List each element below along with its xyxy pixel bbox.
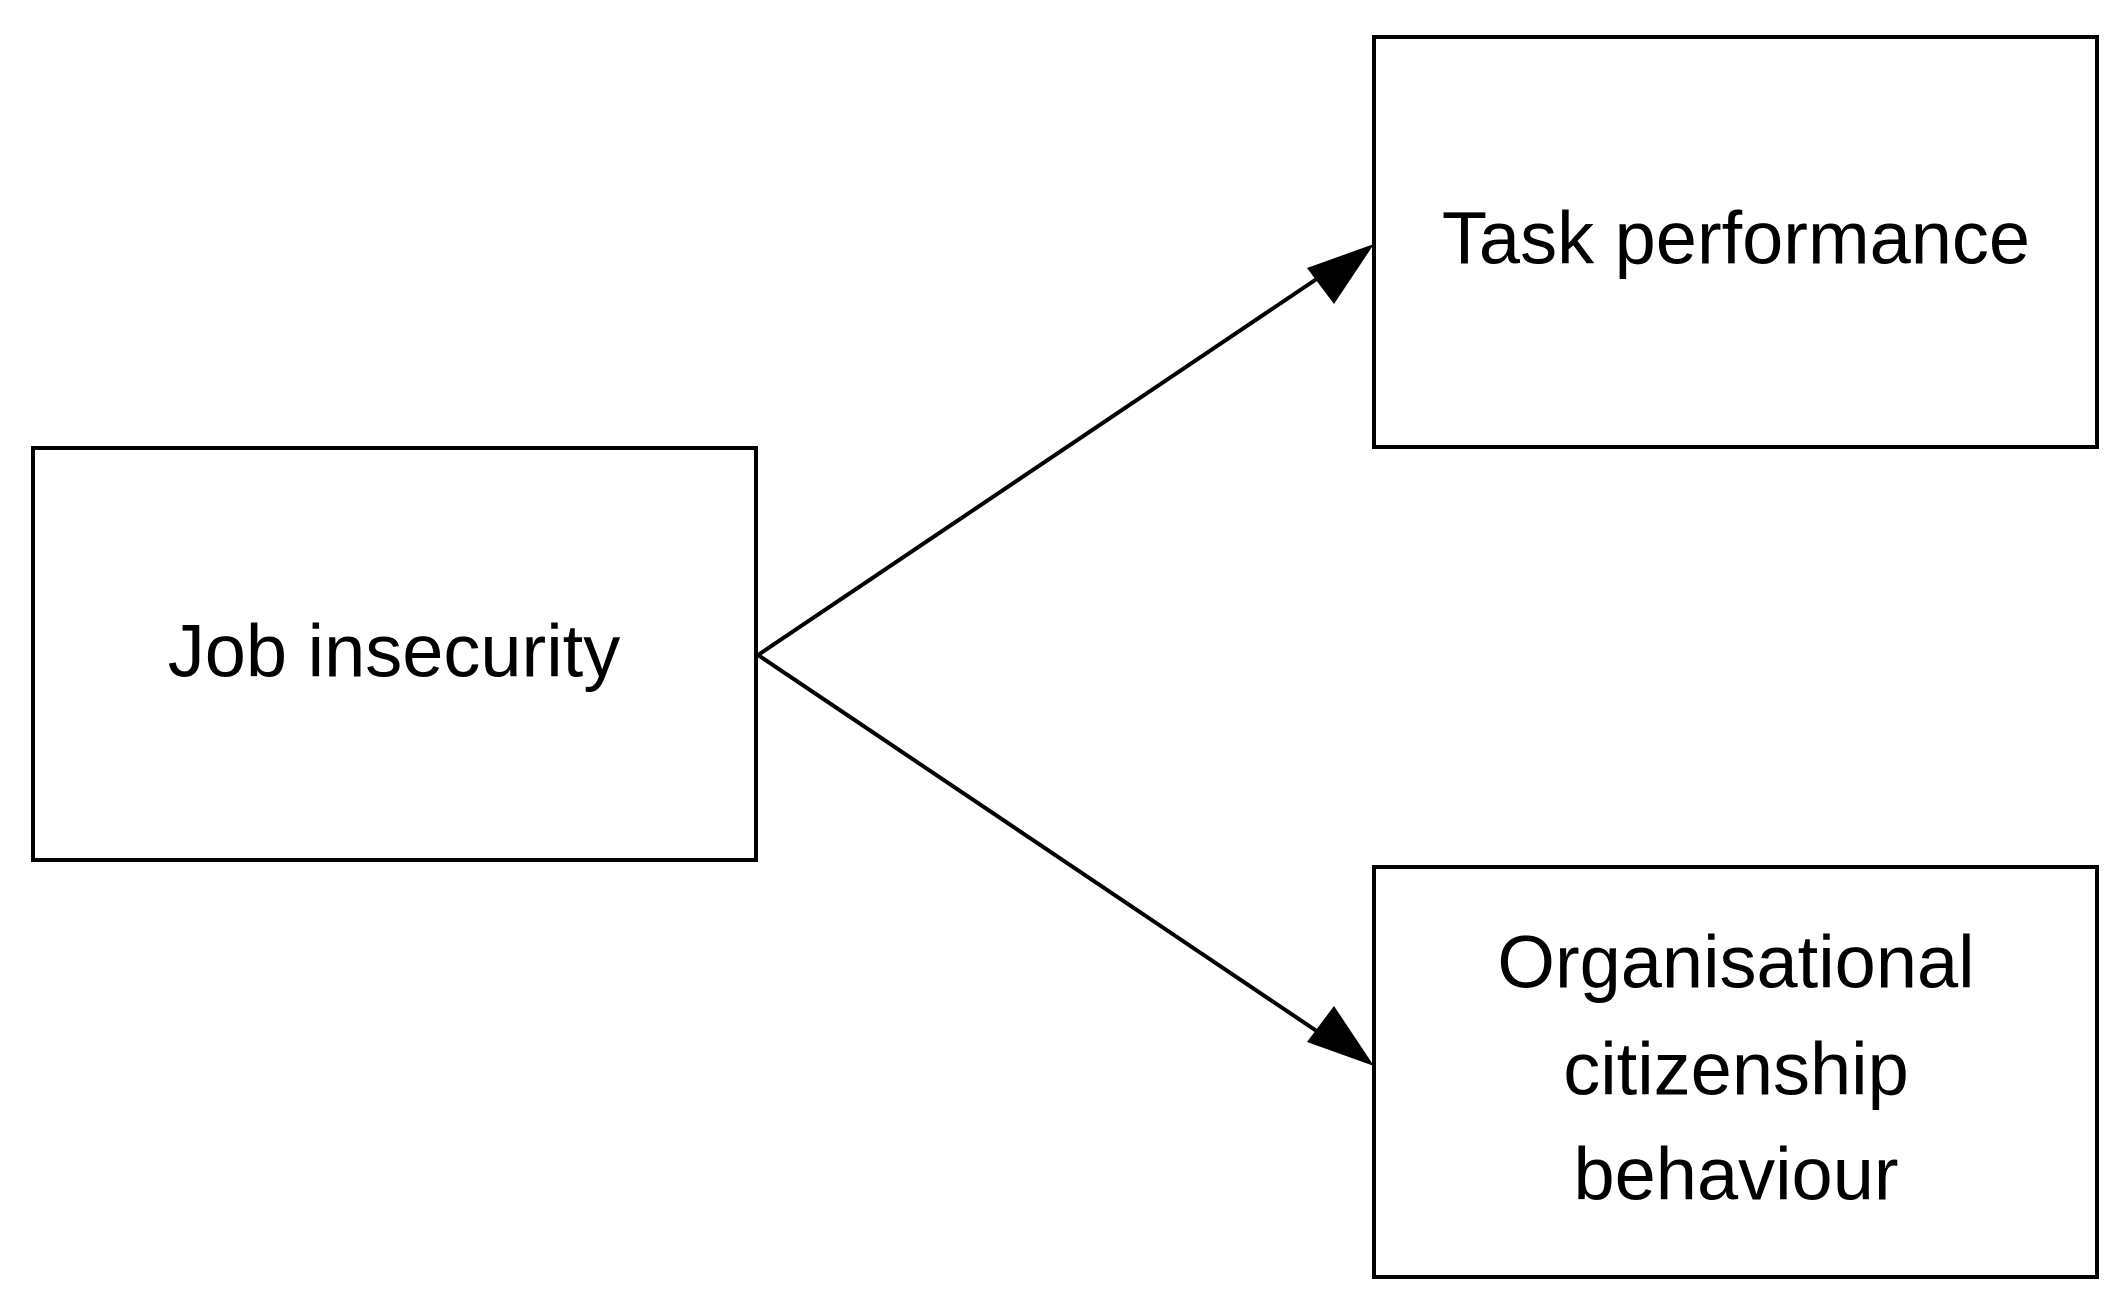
node-box [1372, 35, 2099, 449]
edge-line [756, 268, 1332, 657]
node-label-line-2: citizenship [1563, 1028, 1909, 1111]
node-organisational-citizenship-behaviour: Organisational citizenship behaviour [1372, 865, 2099, 1279]
node-label: Job insecurity [168, 610, 620, 693]
edge-job-insecurity-to-task-performance [756, 244, 1374, 657]
node-job-insecurity: Job insecurity [31, 446, 758, 862]
node-box [31, 446, 758, 862]
edge-line [756, 653, 1332, 1042]
node-label-line-3: behaviour [1573, 1133, 1898, 1216]
arrow-head [1307, 1006, 1374, 1066]
node-task-performance: Task performance [1372, 35, 2099, 449]
node-label-line-1: Organisational [1497, 921, 1974, 1004]
edge-job-insecurity-to-ocb [756, 653, 1374, 1066]
node-box [1372, 865, 2099, 1279]
node-label: Task performance [1442, 197, 2030, 280]
arrow-head [1307, 244, 1374, 304]
